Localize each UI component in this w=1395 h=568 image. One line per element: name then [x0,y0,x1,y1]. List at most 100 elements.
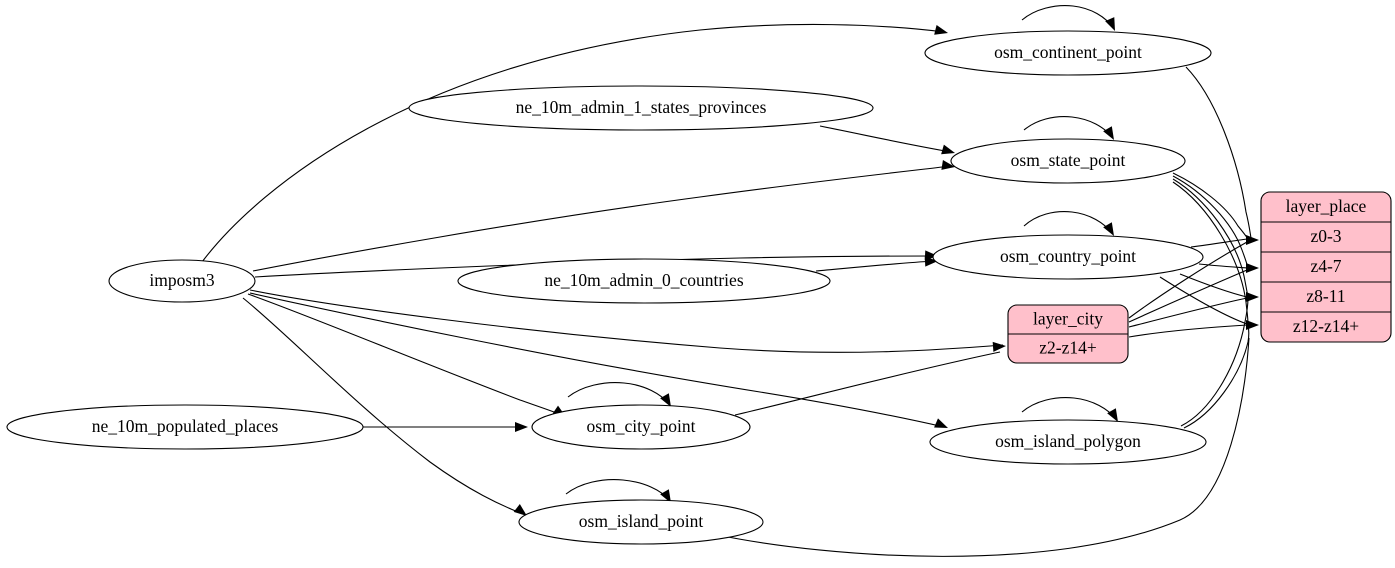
edge-path [1180,297,1249,427]
edge-hit-area [566,480,669,500]
edge-hit-area [1022,398,1116,419]
edge-path [1159,276,1248,325]
edge-imposm3-to-osm_city_point [247,293,563,416]
arrowhead-icon [1103,222,1114,236]
edge-osm_island_point-to-layer_place_z12_14 [717,337,1250,557]
edge-hit-area [1024,212,1112,233]
edge-hit-area [1022,6,1113,28]
edge-osm_continent_point-to-layer_place_z0_3 [1185,66,1252,239]
edge-layer_city-to-layer_place_z12_14 [1128,324,1248,338]
edge-path [1023,211,1113,234]
edge-hit-area [1024,117,1112,137]
edge-imposm3-to-osm_continent_point [201,23,945,263]
edge-path [734,351,1001,416]
edge-osm_island_polygon-to-layer_place_z8_11 [1180,297,1249,427]
arrowhead-icon [1103,126,1114,140]
edge-hit-area [243,298,523,514]
edge-path [1128,324,1248,338]
edge-osm_country_point-to-layer_place_z8_11 [1179,273,1248,298]
node-osm_island_point[interactable]: osm_island_point [518,499,764,545]
edge-path [717,337,1250,557]
edge-osm_state_point-to-layer_place_z12_14 [1172,181,1249,325]
edge-path [1128,269,1248,323]
arrowhead-icon [992,341,1006,352]
edge-path [249,292,945,428]
arrowhead-icon [1246,320,1259,330]
edge-path [249,289,1004,353]
arrowhead-icon [934,418,948,428]
edge-path [1179,273,1248,298]
edge-path [242,297,524,515]
arrowhead-icon [1107,408,1118,422]
node-osm_city_point[interactable]: osm_city_point [531,404,751,450]
arrowhead-icon [941,144,955,155]
edge-path [252,165,952,272]
node-ne_10m_admin_0_countries[interactable]: ne_10m_admin_0_countries [457,258,831,304]
edge-imposm3-to-osm_island_point [242,297,524,515]
node-shape-ellipse [457,258,831,304]
edge-path [1128,241,1248,319]
arrowhead-icon [924,256,938,267]
node-shape-ellipse [6,404,364,450]
edge-path [247,293,563,416]
edge-path [1021,5,1114,29]
node-shape-ellipse [924,30,1212,76]
arrowhead-icon [1246,292,1259,302]
edge-osm_state_point-to-osm_state_point [1023,116,1113,138]
arrowhead-icon [513,504,527,516]
edge-osm_state_point-to-layer_place_z0_3 [1172,172,1249,240]
edge-layer_city-to-layer_place_z0_3 [1128,241,1248,319]
arrowhead-icon [660,489,671,503]
arrowhead-icon [934,25,948,35]
edge-path [1172,181,1249,325]
arrowhead-icon [941,160,955,170]
node-shape-ellipse [950,138,1186,184]
node-ne_10m_populated_places[interactable]: ne_10m_populated_places [6,404,364,450]
node-osm_continent_point[interactable]: osm_continent_point [924,30,1212,76]
edge-osm_city_point-to-osm_city_point [567,382,670,405]
edge-path [1172,172,1249,240]
arrowhead-icon [1246,263,1259,273]
edge-path [1023,116,1113,138]
arrowhead-icon [1246,235,1259,245]
node-osm_island_polygon[interactable]: osm_island_polygon [929,419,1207,465]
node-shape-ellipse [408,85,874,131]
edge-imposm3-to-osm_island_polygon [249,292,945,428]
edge-path [1172,178,1249,298]
node-imposm3[interactable]: imposm3 [108,259,256,303]
arrowhead-icon [1105,17,1115,31]
edge-layer_city-to-layer_place_z8_11 [1128,297,1248,328]
node-ne_10m_admin_1_states_provinces[interactable]: ne_10m_admin_1_states_provinces [408,85,874,131]
edge-path [1198,263,1248,269]
node-shape-ellipse [929,419,1207,465]
record-box-shape [1260,191,1392,343]
edge-path [1185,66,1252,239]
edge-path [565,479,670,501]
edge-osm_state_point-to-layer_place_z8_11 [1172,178,1249,298]
edge-imposm3-to-osm_state_point [252,165,952,272]
edge-path [1190,238,1248,248]
arrowhead-icon [660,393,671,407]
edge-path [819,125,952,153]
node-shape-ellipse [108,259,256,303]
node-osm_country_point[interactable]: osm_country_point [932,234,1204,280]
edge-ne_10m_admin_1_states_provinces-to-osm_state_point [819,125,952,153]
edge-imposm3-to-layer_city [249,289,1004,353]
edge-osm_continent_point-to-osm_continent_point [1021,5,1114,29]
edge-osm_city_point-to-layer_city [734,351,1001,416]
edge-osm_island_polygon-to-layer_place_z12_14 [1183,325,1250,429]
edge-hit-area [568,383,669,404]
arrowhead-icon [515,422,528,432]
edge-osm_island_point-to-osm_island_point [565,479,670,501]
node-shape-ellipse [932,234,1204,280]
node-osm_state_point[interactable]: osm_state_point [950,138,1186,184]
edge-path [1021,397,1117,420]
edge-ne_10m_admin_0_countries-to-osm_country_point [815,260,935,272]
edge-path [1128,297,1248,328]
edge-osm_country_point-to-layer_place_z0_3 [1190,238,1248,248]
edge-osm_country_point-to-layer_place_z12_14 [1159,276,1248,325]
edge-osm_country_point-to-layer_place_z4_7 [1198,263,1248,269]
